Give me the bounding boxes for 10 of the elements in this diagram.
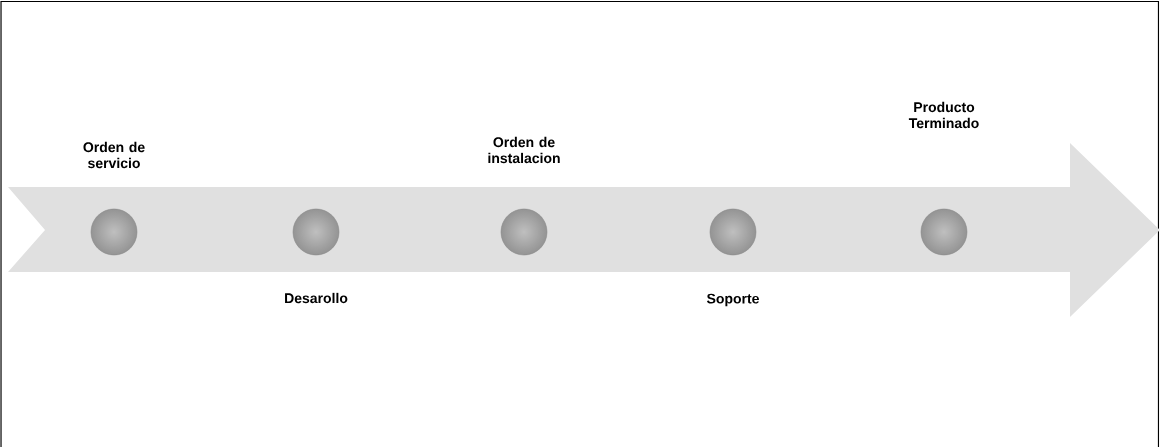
step-circle: [500, 208, 548, 256]
step-circle: [709, 208, 757, 256]
step-circle: [920, 208, 968, 256]
step-label: Orden de servicio: [83, 141, 145, 169]
step-circle: [90, 208, 138, 256]
step-label: Soporte: [706, 293, 759, 307]
step-circle: [292, 208, 340, 256]
step-label: Orden de instalacion: [488, 136, 560, 164]
step-label: Desarollo: [285, 292, 348, 304]
step-label: Producto Terminado: [908, 101, 979, 129]
